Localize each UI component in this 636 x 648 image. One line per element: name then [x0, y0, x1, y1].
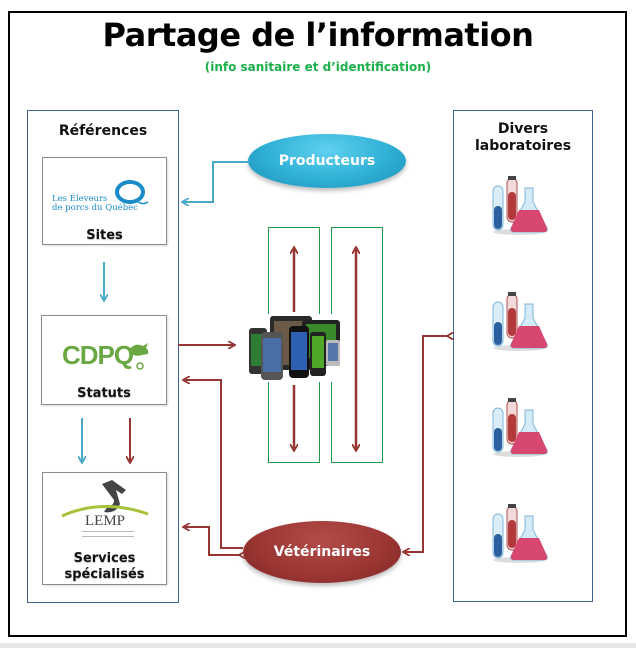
sites-label: Sites: [86, 228, 123, 243]
epq-logo: Les Éleveurs de porcs du Québec: [52, 178, 162, 218]
pig-icon: [129, 343, 149, 370]
labs-title: Divers laboratoires: [454, 121, 592, 155]
veterinaires-node: Vétérinaires: [243, 521, 401, 583]
services-line-2: spécialisés: [64, 567, 145, 582]
producteurs-node: Producteurs: [248, 134, 406, 188]
card-sites: [42, 157, 167, 245]
cdpq-logo: CDPQ: [62, 340, 134, 370]
epq-q-icon: [115, 180, 149, 205]
lab-flasks-icon: [492, 398, 548, 457]
labs-title-line-2: laboratoires: [474, 138, 572, 154]
page-subtitle: (info sanitaire et d’identification): [204, 60, 432, 74]
labs-title-line-1: Divers: [497, 121, 549, 137]
services-line-1: Services: [73, 551, 136, 566]
epq-line-2: de porcs du Québec: [52, 203, 138, 213]
references-title: Références: [58, 123, 148, 139]
epq-line-1: Les Éleveurs: [52, 194, 108, 204]
lab-flasks-icon: [492, 176, 548, 235]
lemp-logo: LEMP: [85, 513, 126, 529]
card-statuts: [41, 315, 167, 405]
mobile-devices-icon: [247, 314, 342, 382]
page-title: Partage de l’information: [102, 16, 534, 54]
bottom-strip: [0, 643, 636, 648]
card-services: [42, 472, 167, 585]
devices-graphic: [249, 316, 340, 380]
lab-flasks-icon: [492, 292, 548, 351]
lemp-subtext: [82, 531, 134, 537]
statuts-label: Statuts: [77, 386, 131, 401]
outer-frame: [8, 11, 627, 637]
epq-logo-text: Les Éleveurs de porcs du Québec: [52, 195, 138, 213]
services-label: Services spécialisés: [42, 551, 167, 583]
references-panel: Références: [27, 110, 179, 603]
lab-flasks-icon: [492, 504, 548, 563]
lemp-swoosh-icon: [61, 480, 149, 518]
